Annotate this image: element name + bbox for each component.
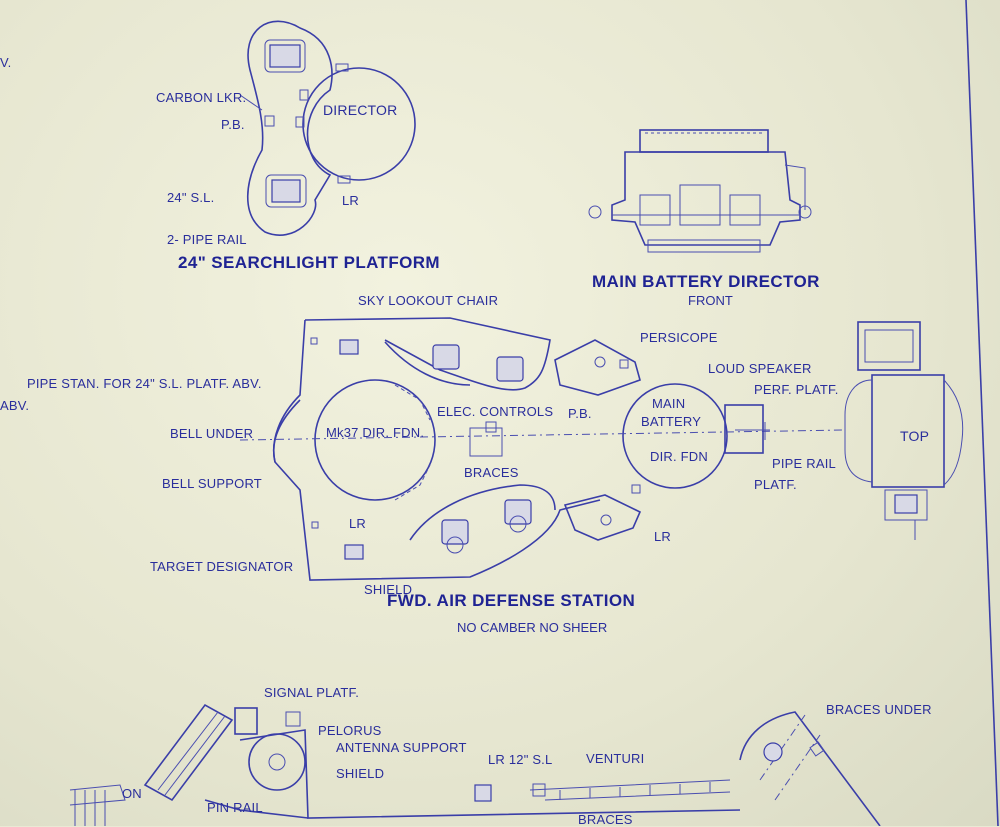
- label-bell-support: BELL SUPPORT: [162, 476, 262, 491]
- label-signal-platf: SIGNAL PLATF.: [264, 685, 360, 700]
- label-braces: BRACES: [464, 465, 519, 480]
- label-pipe-stan: PIPE STAN. FOR 24" S.L. PLATF. ABV.: [27, 376, 262, 391]
- label-braces-under: BRACES UNDER: [826, 702, 932, 717]
- subtitle-no-camber-no-sheer: NO CAMBER NO SHEER: [457, 620, 608, 635]
- sheet-border-line: [965, 0, 999, 826]
- label-top: TOP: [900, 428, 930, 444]
- label-perf-platf: PERF. PLATF.: [754, 382, 839, 397]
- label-loud-speaker: LOUD SPEAKER: [708, 361, 812, 376]
- label-lr-1: LR: [342, 193, 360, 208]
- label-persicope: PERSICOPE: [640, 330, 718, 345]
- label-braces-bottom: BRACES: [578, 812, 633, 827]
- label-2-pipe-rail: 2- PIPE RAIL: [167, 232, 247, 247]
- label-lr-12-sl: LR 12" S.L: [488, 752, 553, 767]
- label-pin-rail: PIN RAIL: [207, 800, 263, 815]
- label-battery: BATTERY: [641, 414, 702, 429]
- label-shield-2: SHIELD: [336, 766, 385, 781]
- label-main: MAIN: [652, 396, 686, 411]
- title-main-battery-director: MAIN BATTERY DIRECTOR: [592, 272, 820, 291]
- label-pb-1: P.B.: [221, 117, 245, 132]
- label-lr-3: LR: [654, 529, 672, 544]
- title-searchlight-platform: 24" SEARCHLIGHT PLATFORM: [178, 253, 440, 272]
- label-bell-under: BELL UNDER: [170, 426, 254, 441]
- top-view-drawing: [844, 321, 964, 540]
- label-elec-controls: ELEC. CONTROLS: [437, 404, 554, 419]
- title-fwd-air-defense-station: FWD. AIR DEFENSE STATION: [387, 591, 636, 610]
- label-sky-lookout-chair: SKY LOOKOUT CHAIR: [358, 293, 499, 308]
- label-shield-1: SHIELD: [364, 582, 413, 597]
- searchlight-platform-plan: [239, 20, 416, 236]
- label-24-sl: 24" S.L.: [167, 190, 215, 205]
- label-mk37-dir-fdn: Mk37 DIR. FDN.: [326, 425, 425, 440]
- edge-label-abv: ABV.: [0, 398, 30, 413]
- edge-label-v: V.: [0, 55, 12, 70]
- main-battery-director-front-view: [588, 129, 812, 253]
- label-carbon-locker: CARBON LKR.: [156, 90, 247, 105]
- label-director: DIRECTOR: [323, 102, 398, 118]
- label-pb-2: P.B.: [568, 406, 592, 421]
- label-venturi: VENTURI: [586, 751, 645, 766]
- signal-platform-plan: [69, 703, 881, 826]
- label-pipe-rail: PIPE RAIL: [772, 456, 836, 471]
- label-on: ON: [122, 786, 142, 801]
- label-lr-2: LR: [349, 516, 367, 531]
- label-dir-fdn: DIR. FDN: [650, 449, 708, 464]
- fwd-air-defense-station-plan: [239, 317, 846, 581]
- label-pelorus: PELORUS: [318, 723, 382, 738]
- label-platf: PLATF.: [754, 477, 797, 492]
- label-target-designator: TARGET DESIGNATOR: [150, 559, 294, 574]
- subtitle-front: FRONT: [688, 293, 733, 308]
- label-antenna-support: ANTENNA SUPPORT: [336, 740, 467, 755]
